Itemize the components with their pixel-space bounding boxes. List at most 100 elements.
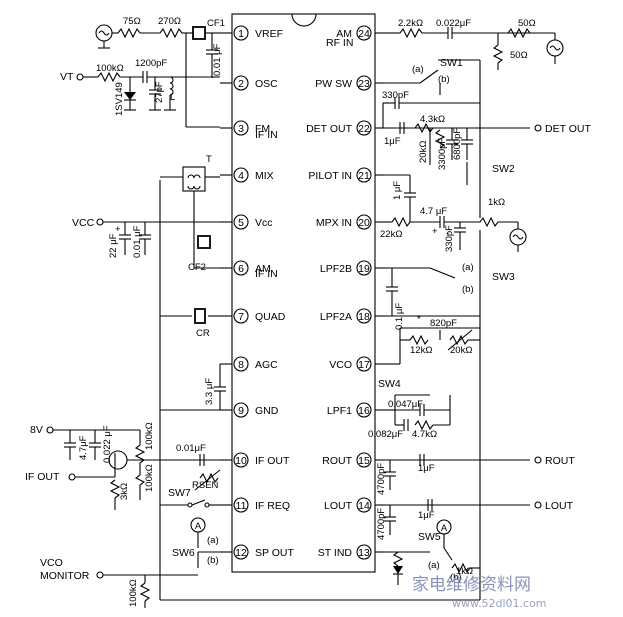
label-22k-b: 22kΩ: [380, 229, 402, 240]
pin-number-circle: [356, 402, 372, 418]
pin-number: 18: [358, 311, 370, 323]
label-b-sw1: (b): [438, 74, 450, 85]
pin-number: 9: [238, 405, 244, 417]
label-det-out: DET OUT: [545, 123, 591, 135]
label-001uf-c: 0.01μF: [176, 443, 206, 454]
label-75ohm: 75Ω: [123, 16, 141, 27]
pin-number-circle: [233, 25, 249, 41]
switch-sw7: [191, 499, 206, 506]
pin-number-circle: [233, 544, 249, 560]
label-cf1: CF1: [207, 18, 225, 29]
label-1200pf: 1200pF: [135, 58, 167, 69]
pin-number: 17: [358, 359, 370, 371]
pin-label: QUAD: [255, 311, 286, 323]
pin-label: AGC: [255, 359, 278, 371]
pin-number: 20: [358, 217, 370, 229]
pin-label: PW SW: [315, 78, 352, 90]
label-b-sw3: (b): [462, 284, 474, 295]
resistor-1k: [479, 216, 499, 228]
label-8v: 8V: [30, 424, 43, 436]
pin-19: 19 LPF2B: [320, 260, 385, 276]
pin-21: 21 PILOT IN: [308, 167, 385, 183]
label-sw7: SW7: [168, 487, 191, 499]
pin-number-circle: [356, 25, 372, 41]
resistor-20k-b: [449, 334, 469, 346]
label-100k-vt: 100kΩ: [96, 63, 124, 74]
pin-number-circle: [233, 356, 249, 372]
label-sw6: SW6: [172, 547, 195, 559]
pin-label: PILOT IN: [308, 170, 352, 182]
pin-label: MPX IN: [316, 217, 352, 229]
label-50-a: 50Ω: [510, 50, 528, 61]
label-0022uf-r: 0.022μF: [436, 18, 471, 29]
label-monitor: MONITOR: [40, 570, 90, 582]
label-330pf-b: 330pF: [444, 225, 455, 252]
resonator-cr: [194, 308, 206, 324]
minus-47u: -: [446, 228, 449, 239]
label-b-sw6: (b): [207, 555, 219, 566]
pin-number: 4: [238, 170, 244, 182]
label-3k: 3kΩ: [119, 483, 130, 500]
pin-number-circle: [356, 308, 372, 324]
pin-label: LPF2A: [320, 311, 352, 323]
ic-notch: [291, 13, 317, 27]
label-b-sw5: (b): [450, 572, 462, 583]
resistor-rsen: [199, 472, 219, 484]
resistor-100k-c: [139, 582, 151, 602]
pin-label: IF REQ: [255, 500, 290, 512]
label-lout: LOUT: [545, 500, 574, 512]
pin-label: VREF: [255, 28, 283, 40]
pin-number: 21: [358, 170, 370, 182]
pin-label: LPF2B: [320, 263, 352, 275]
label-rsen: RSEN: [192, 480, 219, 491]
pin-number: 19: [358, 263, 370, 275]
pin-label: VCO: [329, 359, 352, 371]
label-vt: VT: [60, 71, 74, 83]
pin-label: MIX: [255, 170, 274, 182]
label-vcc: VCC: [72, 217, 95, 229]
ceramic-filter-cf2: [197, 235, 211, 249]
switch-sw1: [419, 69, 439, 84]
resistor-100k-vt: [97, 71, 121, 83]
pin-13: 13 ST IND: [318, 544, 385, 560]
watermark-url: www.52dl01.com: [452, 597, 547, 610]
resistor-1k-b: [451, 562, 471, 574]
label-0047uf: 0.047μF: [388, 399, 423, 410]
label-270ohm: 270Ω: [158, 16, 181, 27]
resistor-100k-b: [134, 474, 146, 486]
label-l: L: [170, 92, 175, 103]
pin-number: 24: [358, 28, 370, 40]
resistor-20k: [434, 129, 446, 149]
label-27pf: 27pF: [154, 81, 165, 103]
pin-label: IF OUT: [255, 455, 290, 467]
resistor-47k: [414, 419, 434, 431]
label-47uf: 4.7μF: [78, 435, 89, 460]
label-1uf-d: 1μF: [418, 510, 435, 521]
label-sw5: SW5: [418, 531, 441, 543]
label-1uf-c: 1μF: [418, 463, 435, 474]
pin-number: 14: [358, 500, 370, 512]
label-0022uf: 0.022 μF: [102, 425, 113, 463]
label-100k-a: 100kΩ: [144, 422, 155, 450]
led: [393, 566, 403, 574]
resistor-50-a: [492, 44, 504, 64]
resistor-75: [117, 27, 141, 39]
watermark-cn: 家电维修资料网: [412, 575, 531, 595]
pin-label: Vcc: [255, 217, 273, 229]
pin-label: ST IND: [318, 547, 353, 559]
pin-number-circle: [233, 308, 249, 324]
pin-number: 13: [358, 547, 370, 559]
inductor-l: [169, 76, 174, 96]
label-star: *: [417, 314, 421, 325]
